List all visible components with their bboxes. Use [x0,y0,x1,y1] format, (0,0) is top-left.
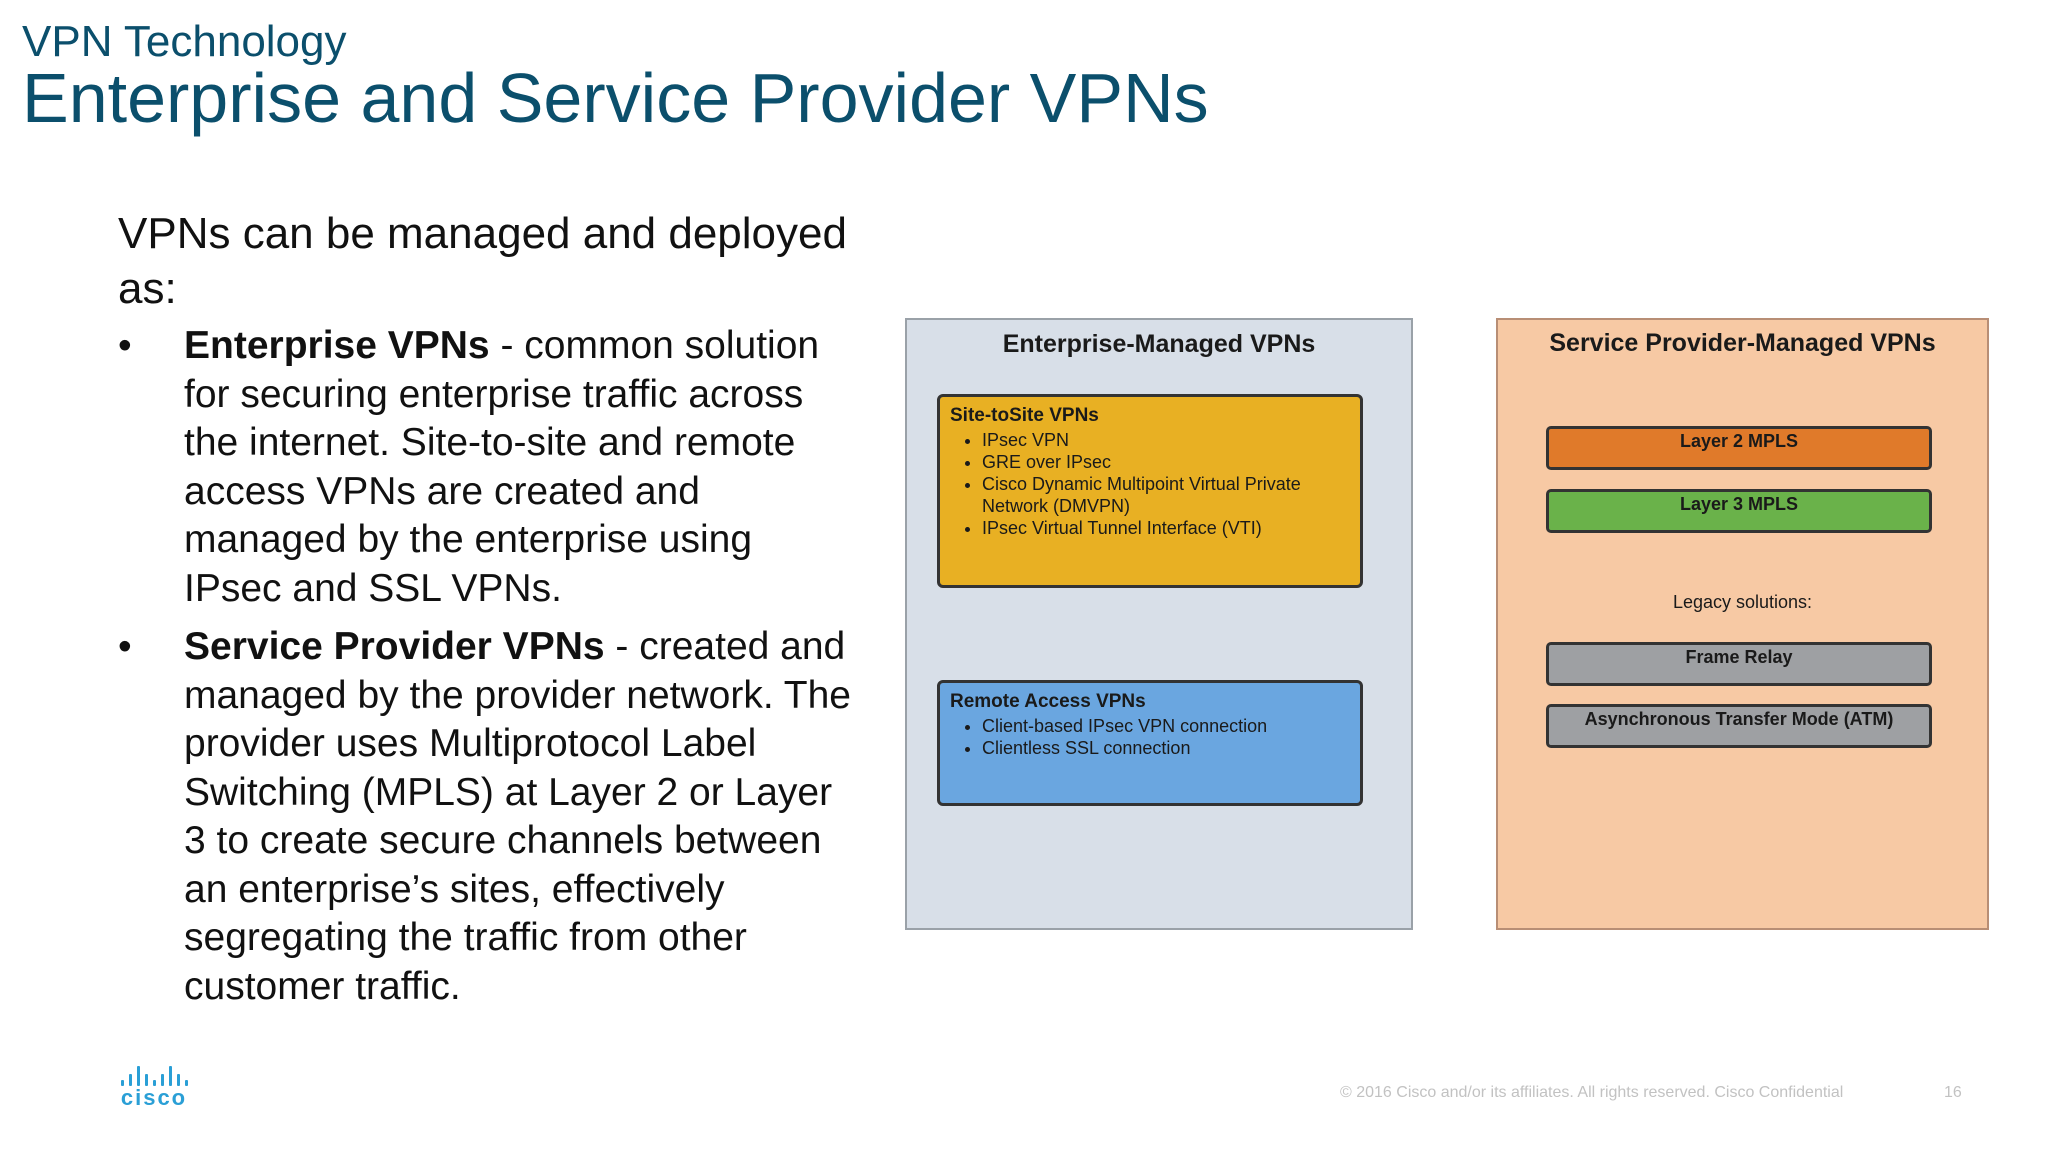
section-kicker: VPN Technology [22,17,347,66]
bullet-term: Enterprise VPNs [184,324,490,367]
list-item: Cisco Dynamic Multipoint Virtual Private… [982,473,1350,517]
bullet-description: - common solution for securing enterpris… [184,324,820,610]
bullet-service-provider-vpns: • Service Provider VPNs - created and ma… [118,623,858,1011]
site-to-site-vpns-box: Site-toSite VPNs IPsec VPN GRE over IPse… [937,394,1363,588]
list-item: IPsec VPN [982,429,1350,451]
layer3-mpls-box: Layer 3 MPLS [1546,489,1932,533]
list-item: Clientless SSL connection [982,737,1350,759]
cisco-logo: cisco [112,1066,196,1110]
copyright-notice: © 2016 Cisco and/or its affiliates. All … [1340,1084,1844,1101]
service-provider-managed-vpns-panel: Service Provider-Managed VPNs Layer 2 MP… [1496,318,1989,930]
bullet-term: Service Provider VPNs [184,625,605,668]
remote-access-list: Client-based IPsec VPN connection Client… [950,715,1350,759]
bullet-dot: • [118,324,132,367]
bullet-description: - created and managed by the provider ne… [184,625,851,1008]
bullet-dot: • [118,625,132,668]
intro-text: VPNs can be managed and deployed as: [118,209,847,313]
cisco-logo-bars-icon [112,1066,196,1086]
list-item: IPsec Virtual Tunnel Interface (VTI) [982,517,1350,539]
cisco-logo-text: cisco [120,1085,188,1110]
atm-box: Asynchronous Transfer Mode (ATM) [1546,704,1932,748]
slide-title: Enterprise and Service Provider VPNs [22,59,1209,137]
layer2-mpls-box: Layer 2 MPLS [1546,426,1932,470]
provider-panel-title: Service Provider-Managed VPNs [1549,329,1936,357]
bullet-enterprise-vpns: • Enterprise VPNs - common solution for … [118,322,858,613]
remote-access-vpns-box: Remote Access VPNs Client-based IPsec VP… [937,680,1363,806]
bullet-list: • Enterprise VPNs - common solution for … [118,322,858,1021]
legacy-solutions-label: Legacy solutions: [1672,592,1813,612]
enterprise-panel-title: Enterprise-Managed VPNs [1002,330,1316,358]
site-to-site-list: IPsec VPN GRE over IPsec Cisco Dynamic M… [950,429,1350,539]
list-item: GRE over IPsec [982,451,1350,473]
list-item: Client-based IPsec VPN connection [982,715,1350,737]
page-number: 16 [1944,1084,1962,1101]
frame-relay-box: Frame Relay [1546,642,1932,686]
remote-access-heading: Remote Access VPNs [950,691,1146,712]
site-to-site-heading: Site-toSite VPNs [950,405,1099,426]
enterprise-managed-vpns-panel: Enterprise-Managed VPNs Site-toSite VPNs… [905,318,1413,930]
